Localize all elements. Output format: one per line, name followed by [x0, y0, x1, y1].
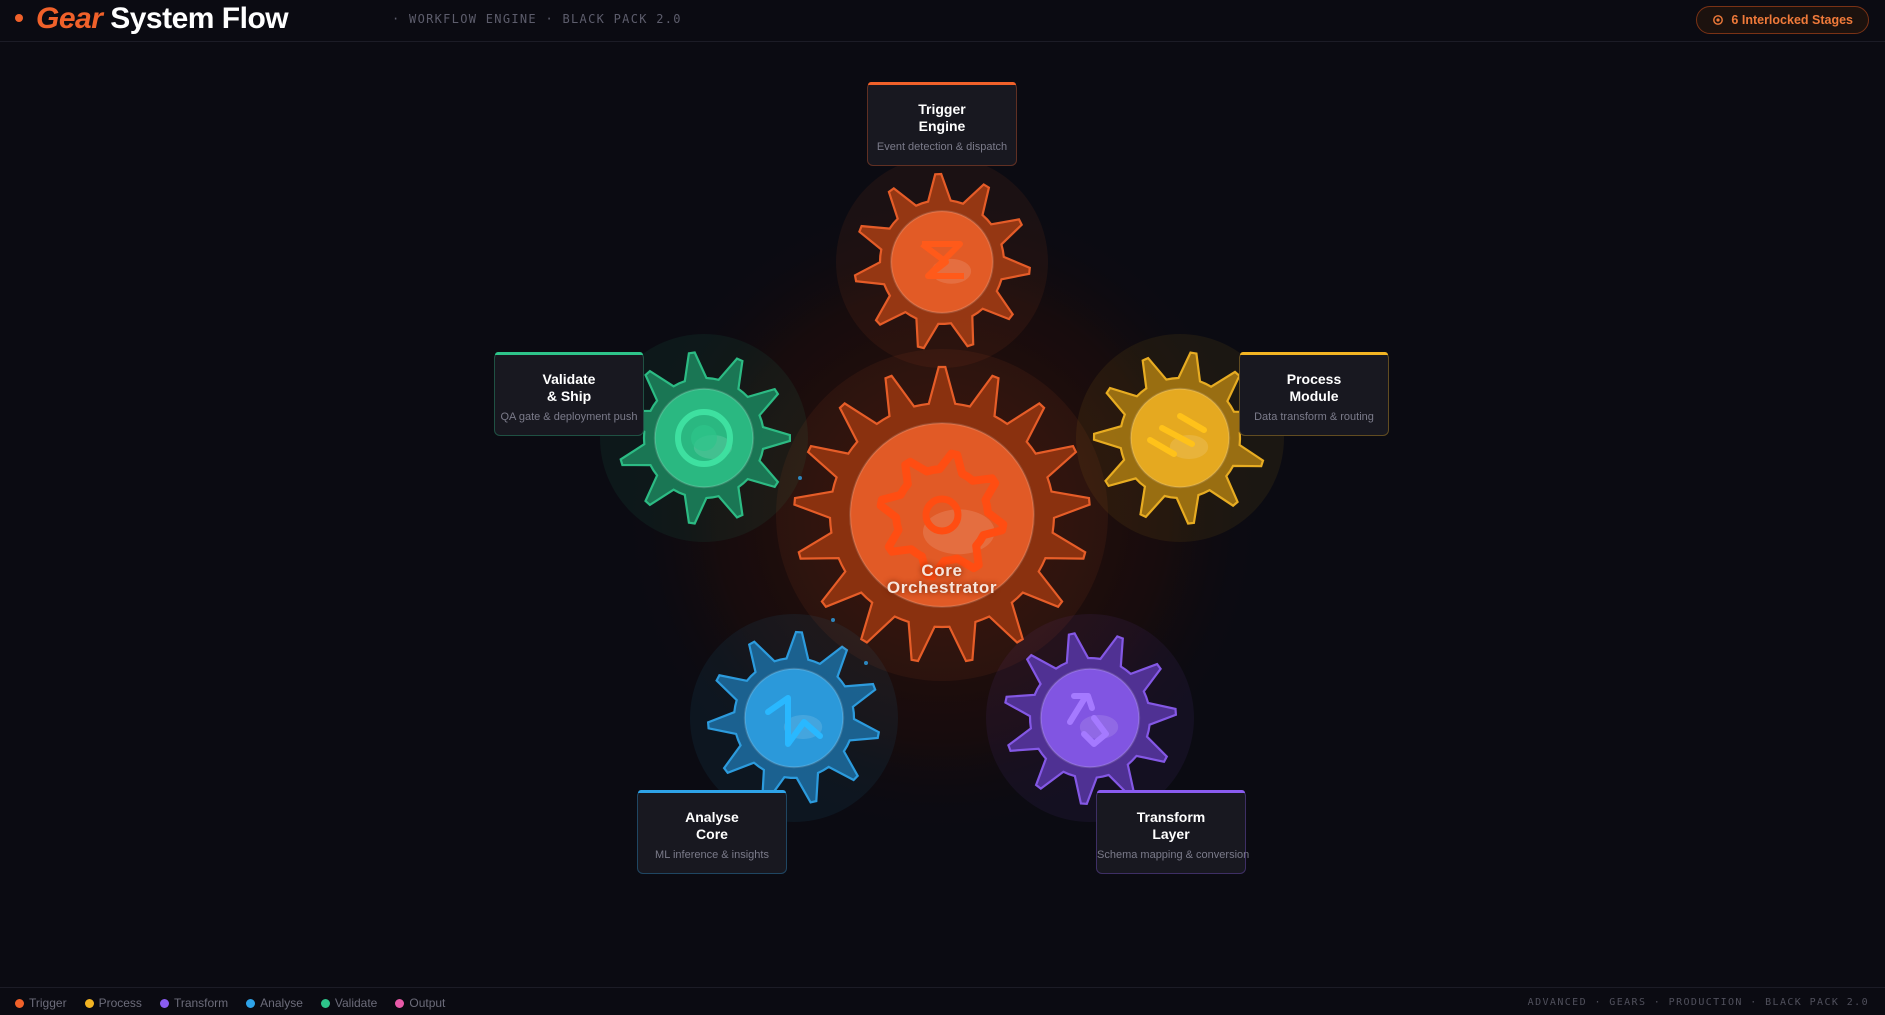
cog-center-icon	[922, 495, 962, 535]
ring-inner	[691, 425, 717, 451]
card-title: Validate & Ship	[542, 371, 596, 404]
brand-accent: Gear	[36, 2, 103, 35]
gear-rim	[849, 422, 1035, 608]
card-description: Event detection & dispatch	[876, 141, 1008, 153]
card-description: Data transform & routing	[1254, 411, 1374, 423]
legend-item-transform: Transform	[159, 996, 229, 1010]
gear-hub	[850, 423, 1034, 607]
legend-label: Transform	[173, 996, 229, 1010]
spark-dot	[864, 661, 868, 665]
legend-item-validate: Validate	[320, 996, 378, 1010]
spark-dot	[831, 618, 835, 622]
legend-dot	[84, 998, 94, 1008]
brand-rest: System Flow	[110, 2, 289, 35]
card-accent-bar	[868, 82, 1016, 85]
cog-icon	[876, 449, 1008, 581]
legend-dot	[246, 998, 256, 1008]
gear-rim	[1039, 667, 1141, 769]
legend-dot	[395, 998, 405, 1008]
legend-label: Process	[98, 996, 142, 1010]
legend-label: Analyse	[260, 996, 303, 1010]
header: Gear System Flow · WORKFLOW ENGINE · BLA…	[0, 0, 1885, 42]
gear-hub	[1040, 668, 1140, 768]
stage-card-transform[interactable]: Transform Layer Schema mapping & convers…	[1096, 790, 1250, 874]
legend-dot	[159, 998, 169, 1008]
legend-item-process: Process	[84, 996, 142, 1010]
card-accent-bar	[1240, 352, 1388, 355]
card-title: Transform Layer	[1136, 809, 1206, 842]
gear-validate	[600, 334, 808, 542]
swap-icon	[1067, 693, 1109, 747]
ring-outer	[675, 409, 733, 467]
subtitle: · WORKFLOW ENGINE · BLACK PACK 2.0	[392, 12, 682, 26]
gear-rim	[653, 387, 755, 489]
ring-icon	[675, 409, 733, 467]
bolt-icon	[920, 241, 964, 279]
gear-rim	[743, 667, 845, 769]
legend-dot	[320, 998, 330, 1008]
card-description: Schema mapping & conversion	[1097, 849, 1250, 861]
gear-icon	[1713, 15, 1724, 25]
badge-label: 6 Interlocked Stages	[1731, 13, 1853, 27]
gear-analyse	[690, 614, 898, 822]
gear-transform	[986, 614, 1194, 822]
card-accent-bar	[638, 790, 786, 793]
gear-hub	[744, 668, 844, 768]
card-description: ML inference & insights	[655, 849, 769, 861]
legend-label: Trigger	[29, 996, 67, 1010]
stage-card-process[interactable]: Process Module Data transform & routing	[1239, 352, 1389, 436]
legend-item-analyse: Analyse	[246, 996, 303, 1010]
spark-dot	[798, 476, 802, 480]
app-title: Gear System Flow	[36, 2, 289, 35]
gear-trigger	[836, 156, 1048, 368]
card-description: QA gate & deployment push	[500, 411, 638, 423]
stage-card-trigger[interactable]: Trigger Engine Event detection & dispatc…	[867, 82, 1017, 166]
legend-label: Validate	[334, 996, 378, 1010]
gear-core	[776, 349, 1108, 681]
card-title: Process Module	[1286, 371, 1342, 404]
legend-item-output: Output	[395, 996, 445, 1010]
stage-card-validate[interactable]: Validate & Ship QA gate & deployment pus…	[494, 352, 644, 436]
legend-dot	[15, 998, 24, 1008]
gear-rim	[1129, 387, 1231, 489]
card-title: Trigger Engine	[918, 101, 966, 134]
gear-highlight	[1169, 435, 1209, 459]
lines-icon	[1147, 413, 1207, 457]
gear-rim	[890, 210, 994, 314]
legend-label: Output	[409, 996, 446, 1010]
stage-card-analyse[interactable]: Analyse Core ML inference & insights	[637, 790, 787, 874]
chart-icon	[765, 695, 823, 747]
legend-item-trigger: Trigger	[15, 996, 67, 1010]
gear-process	[1076, 334, 1284, 542]
legend: Trigger Process Transform Analyse Validate Ou…	[15, 996, 445, 1010]
card-accent-bar	[1097, 790, 1245, 793]
footer-credit: ADVANCED · GEARS · PRODUCTION · BLACK PA…	[1527, 997, 1869, 1008]
card-title: Analyse Core	[685, 809, 739, 842]
core-label: Core Orchestrator	[886, 561, 998, 597]
status-dot	[15, 14, 23, 22]
footer: Trigger Process Transform Analyse Validate Ou…	[0, 987, 1885, 1015]
stages-badge[interactable]: 6 Interlocked Stages	[1696, 6, 1869, 34]
card-accent-bar	[495, 352, 643, 355]
